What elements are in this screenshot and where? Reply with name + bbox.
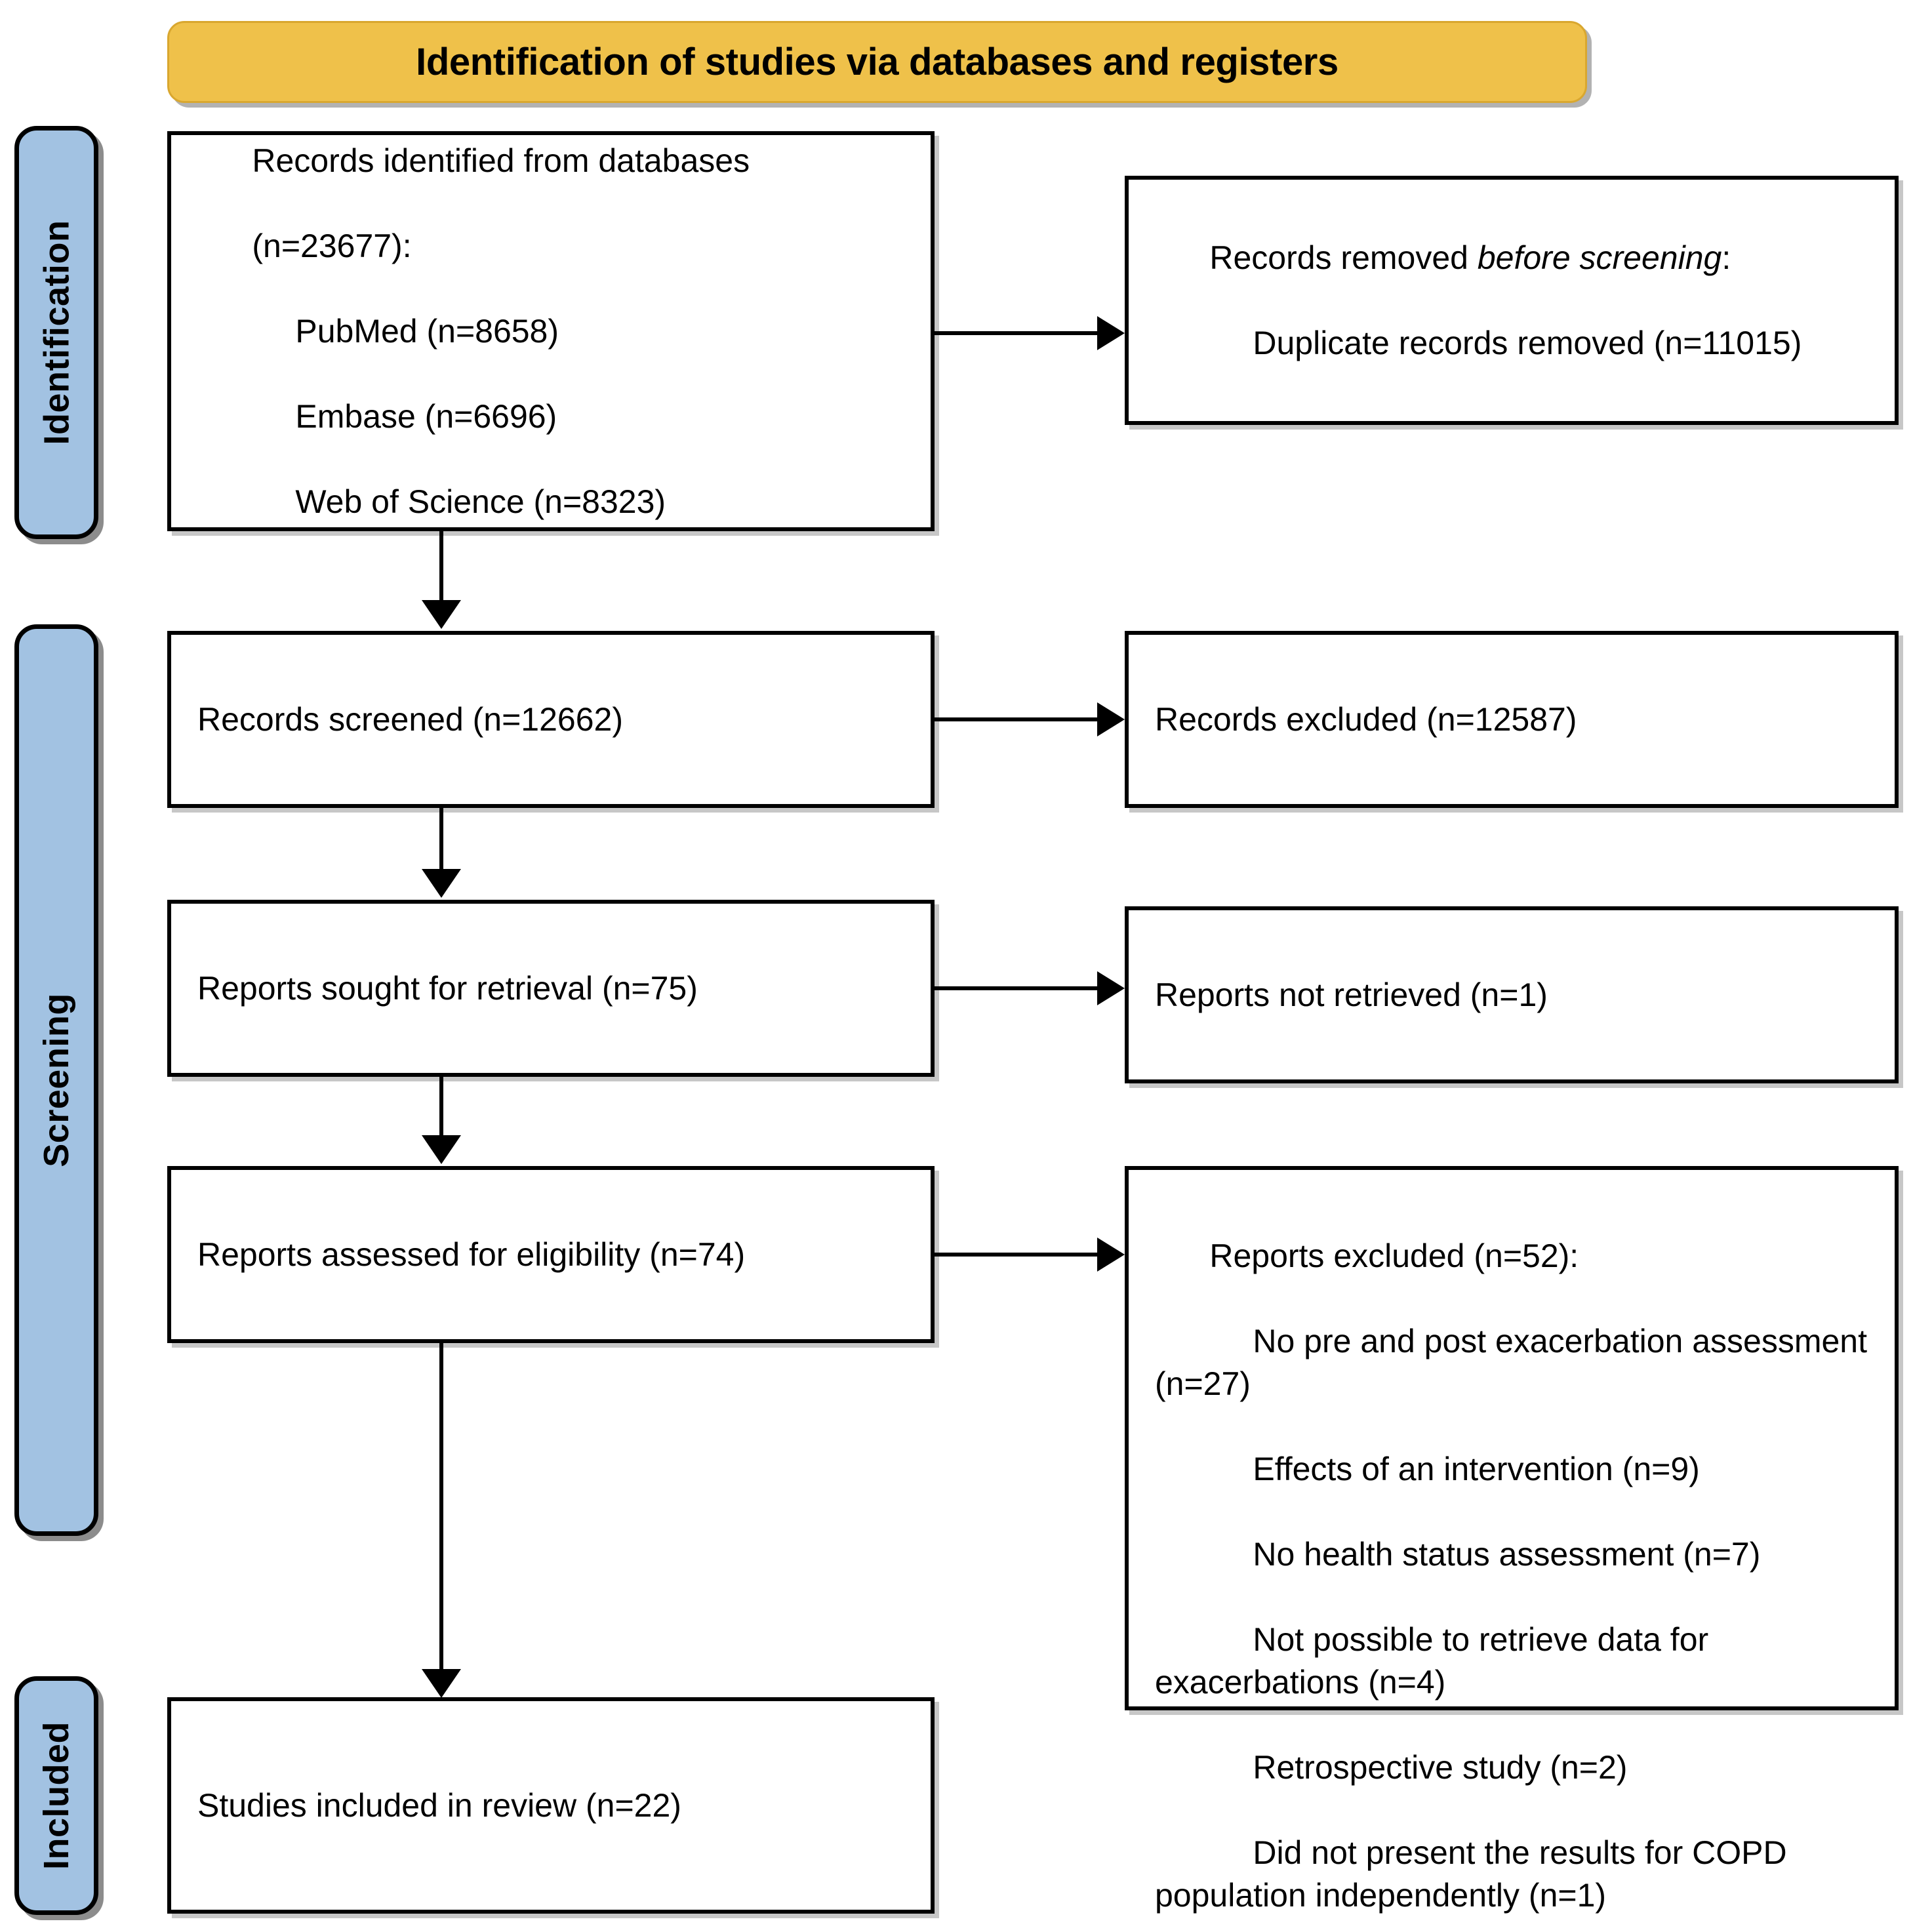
connector-line xyxy=(439,1343,443,1671)
connector-line xyxy=(935,331,1098,335)
connector-line xyxy=(439,531,443,602)
diagram-header-banner: Identification of studies via databases … xyxy=(167,21,1587,103)
box-records-screened-text: Records screened (n=12662) xyxy=(197,700,623,738)
arrow-down-icon xyxy=(422,600,461,629)
box-records-removed: Records removed before screening: Duplic… xyxy=(1125,176,1899,425)
box-studies-included: Studies included in review (n=22) xyxy=(167,1697,935,1914)
reports-excluded-reason-1: Effects of an intervention (n=9) xyxy=(1253,1451,1700,1487)
page-title: Identification of studies via databases … xyxy=(416,41,1339,83)
box-records-screened: Records screened (n=12662) xyxy=(167,631,935,808)
box-records-identified-text: Records identified from databases (n=236… xyxy=(197,97,750,566)
reports-excluded-title: Reports excluded (n=52): xyxy=(1209,1238,1579,1274)
records-removed-lead-italic: before screening xyxy=(1477,239,1722,276)
arrow-right-icon xyxy=(1097,971,1125,1005)
box-reports-not-retrieved: Reports not retrieved (n=1) xyxy=(1125,906,1899,1083)
reports-excluded-reason-3: Not possible to retrieve data for exacer… xyxy=(1155,1621,1718,1701)
stage-label-screening-text: Screening xyxy=(37,993,76,1167)
arrow-down-icon xyxy=(422,1135,461,1164)
stage-label-included-text: Included xyxy=(37,1721,77,1870)
box-reports-assessed-text: Reports assessed for eligibility (n=74) xyxy=(197,1236,746,1273)
records-removed-lead: Records removed xyxy=(1209,239,1478,276)
connector-line xyxy=(439,1077,443,1137)
stage-label-screening: Screening xyxy=(14,624,98,1536)
records-identified-source-embase: Embase (n=6696) xyxy=(295,397,557,435)
reports-excluded-reason-0: No pre and post exacerbation assessment … xyxy=(1155,1323,1876,1402)
stage-label-identification: Identification xyxy=(14,126,98,539)
box-records-excluded: Records excluded (n=12587) xyxy=(1125,631,1899,808)
arrow-down-icon xyxy=(422,1669,461,1698)
box-reports-excluded-text: Reports excluded (n=52): No pre and post… xyxy=(1155,1192,1868,1932)
box-records-removed-text: Records removed before screening: Duplic… xyxy=(1155,194,1802,407)
reports-excluded-reason-4: Retrospective study (n=2) xyxy=(1253,1749,1628,1786)
records-identified-source-wos: Web of Science (n=8323) xyxy=(295,483,666,520)
records-identified-line1: Records identified from databases xyxy=(252,142,750,179)
box-reports-assessed: Reports assessed for eligibility (n=74) xyxy=(167,1166,935,1343)
records-identified-line2: (n=23677): xyxy=(252,227,412,264)
reports-excluded-reason-5: Did not present the results for COPD pop… xyxy=(1155,1834,1796,1914)
box-reports-sought: Reports sought for retrieval (n=75) xyxy=(167,900,935,1077)
connector-line xyxy=(935,1253,1098,1257)
box-records-identified: Records identified from databases (n=236… xyxy=(167,131,935,531)
box-records-excluded-text: Records excluded (n=12587) xyxy=(1155,700,1577,738)
records-removed-duplicates: Duplicate records removed (n=11015) xyxy=(1253,324,1802,361)
arrow-right-icon xyxy=(1097,316,1125,350)
connector-line xyxy=(935,717,1098,721)
box-reports-not-retrieved-text: Reports not retrieved (n=1) xyxy=(1155,976,1548,1013)
reports-excluded-reason-2: No health status assessment (n=7) xyxy=(1253,1536,1761,1573)
connector-line xyxy=(439,808,443,871)
records-identified-source-pubmed: PubMed (n=8658) xyxy=(295,312,559,350)
arrow-down-icon xyxy=(422,869,461,898)
box-reports-excluded: Reports excluded (n=52): No pre and post… xyxy=(1125,1166,1899,1914)
records-removed-colon: : xyxy=(1722,239,1731,276)
stage-label-identification-text: Identification xyxy=(37,220,76,445)
box-studies-included-text: Studies included in review (n=22) xyxy=(197,1786,681,1824)
arrow-right-icon xyxy=(1097,702,1125,736)
arrow-right-icon xyxy=(1097,1238,1125,1272)
box-reports-sought-text: Reports sought for retrieval (n=75) xyxy=(197,969,698,1007)
stage-label-included: Included xyxy=(14,1676,98,1915)
connector-line xyxy=(935,986,1098,990)
